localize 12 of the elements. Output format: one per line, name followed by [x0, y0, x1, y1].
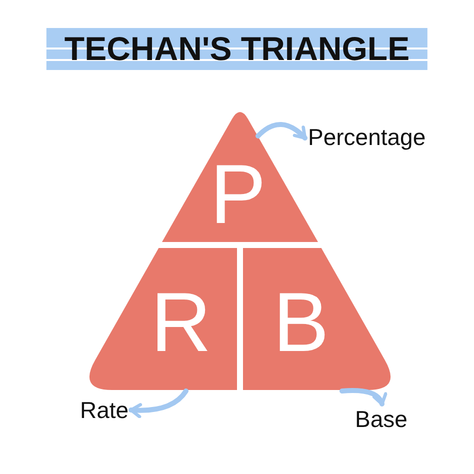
title: TECHAN'S TRIANGLE [46, 28, 428, 70]
letter-label: B [272, 280, 330, 364]
term-label: Rate [80, 397, 129, 424]
letter-label: R [150, 280, 212, 364]
letter-label: P [210, 152, 266, 236]
triangle-section [243, 248, 391, 390]
curved-arrow [340, 388, 386, 406]
term-label: Base [355, 406, 408, 433]
curved-arrow [128, 388, 188, 418]
term-label: Percentage [308, 124, 426, 151]
triangle-section [89, 248, 237, 390]
curved-arrow [256, 122, 308, 140]
